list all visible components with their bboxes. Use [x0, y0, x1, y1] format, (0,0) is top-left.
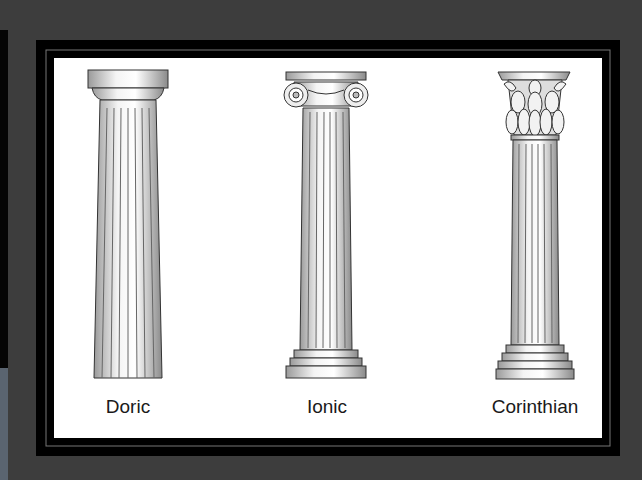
order-label: Ionic	[307, 396, 347, 419]
order-label: Corinthian	[492, 396, 579, 419]
order-label: Doric	[106, 396, 150, 419]
